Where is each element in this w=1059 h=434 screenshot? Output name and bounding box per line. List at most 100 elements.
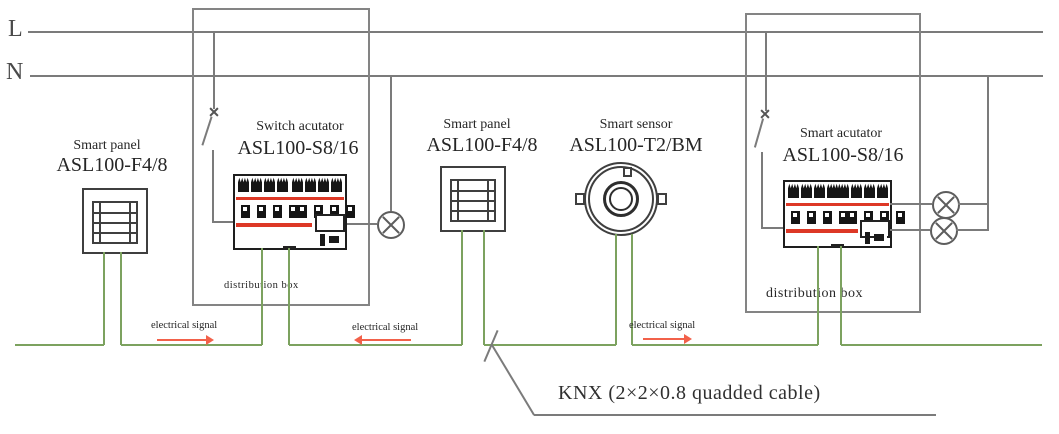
switch-actuator-title: Switch acutator — [256, 119, 344, 134]
actuator-module-icon — [233, 174, 355, 250]
channel-switch-icon — [791, 211, 800, 224]
switch-out-line-right — [761, 152, 763, 229]
terminal-icon — [827, 183, 838, 198]
module-terminal-row — [788, 183, 888, 198]
actuator-module-icon — [783, 180, 905, 248]
lamp-feed-line — [347, 223, 377, 225]
switch-feed-line-right — [765, 31, 767, 111]
knx-wire — [615, 234, 617, 345]
channel-switch-icon — [848, 211, 857, 224]
channel-switch-icon — [346, 205, 355, 218]
arrow-head — [354, 335, 362, 345]
channel-switch-icon — [273, 205, 282, 218]
panel-grid-line — [452, 209, 494, 212]
lamp-neutral-link — [956, 229, 988, 231]
distribution-box-left — [192, 8, 370, 306]
switch-out-line-left — [212, 150, 214, 223]
sensor-top-notch — [623, 167, 632, 177]
power-line-l — [28, 31, 1043, 33]
knx-bus-line — [484, 344, 616, 346]
line-n-label: N — [6, 59, 24, 85]
knx-wire — [288, 248, 290, 345]
knx-connector-icon — [865, 232, 870, 244]
panel-keypad — [450, 179, 496, 222]
module-bottom-tab — [831, 244, 845, 247]
panel-mid-model: ASL100-F4/8 — [426, 134, 538, 156]
terminal-icon — [864, 183, 875, 198]
distribution-box-right-label: distribution box — [766, 286, 864, 301]
terminal-icon — [838, 183, 849, 198]
terminal-icon — [251, 177, 262, 192]
knx-wire — [817, 246, 819, 345]
channel-switch-icon — [241, 205, 250, 218]
knx-bus-line — [121, 344, 262, 346]
channel-switch-icon — [330, 205, 339, 218]
module-red-stripe — [786, 229, 859, 233]
switch-feed-line-left — [213, 31, 215, 109]
terminal-icon — [801, 183, 812, 198]
knx-bus-line — [632, 344, 818, 346]
sensor-side-tab — [575, 193, 585, 205]
smart-panel-icon — [440, 166, 506, 232]
terminal-icon — [305, 177, 316, 192]
panel-grid-line — [94, 221, 136, 224]
sensor-lens-inner — [609, 187, 633, 211]
sensor-model: ASL100-T2/BM — [569, 134, 703, 156]
line-l-label: L — [8, 16, 23, 42]
knx-wire — [103, 252, 105, 345]
sensor-icon — [575, 162, 667, 236]
terminal-group — [292, 177, 342, 192]
switch-group — [298, 205, 355, 218]
sensor-title: Smart sensor — [599, 117, 673, 132]
knx-wire — [261, 248, 263, 345]
channel-switch-icon — [823, 211, 832, 224]
knx-wire — [461, 230, 463, 345]
smart-panel-icon — [82, 188, 148, 254]
distribution-box-right — [745, 13, 921, 313]
module-red-stripe — [236, 223, 312, 227]
module-switch-row — [241, 205, 355, 218]
panel-keypad — [92, 201, 138, 244]
terminal-icon — [264, 177, 275, 192]
smart-actuator-model: ASL100-S8/16 — [782, 144, 904, 166]
channel-switch-icon — [880, 211, 889, 224]
channel-switch-icon — [896, 211, 905, 224]
switch-group — [848, 211, 905, 224]
channel-switch-icon — [289, 205, 298, 218]
knx-leader-underline — [534, 414, 936, 416]
sensor-ring — [588, 166, 654, 232]
knx-connector-icon — [874, 234, 887, 244]
terminal-icon — [788, 183, 799, 198]
channel-switch-icon — [864, 211, 873, 224]
module-red-stripe — [236, 197, 344, 200]
terminal-icon — [238, 177, 249, 192]
module-terminal-row — [238, 177, 342, 192]
knx-leader-line — [491, 344, 535, 416]
panel-grid-line — [94, 211, 136, 214]
arrow-head — [206, 335, 214, 345]
terminal-icon — [814, 183, 825, 198]
electrical-signal-label: electrical signal — [352, 322, 419, 333]
knx-wire — [483, 230, 485, 345]
knx-bus-line — [841, 344, 1042, 346]
module-switch-row — [791, 211, 905, 224]
knx-bus-line — [289, 344, 462, 346]
knx-wire — [840, 246, 842, 345]
terminal-icon — [277, 177, 288, 192]
terminal-icon — [318, 177, 329, 192]
terminal-group — [238, 177, 288, 192]
channel-switch-icon — [807, 211, 816, 224]
channel-switch-icon — [298, 205, 307, 218]
lamp-icon — [932, 191, 960, 219]
panel-left-title: Smart panel — [73, 138, 141, 153]
panel-grid-line — [452, 189, 494, 192]
lamp-icon — [930, 217, 958, 245]
lamp-icon — [377, 211, 405, 239]
lamp-neutral-line — [390, 76, 392, 211]
terminal-group — [788, 183, 838, 198]
knx-bus-line — [15, 344, 104, 346]
switch-group — [241, 205, 298, 218]
module-red-stripe — [786, 203, 889, 206]
panel-grid-line — [94, 231, 136, 234]
